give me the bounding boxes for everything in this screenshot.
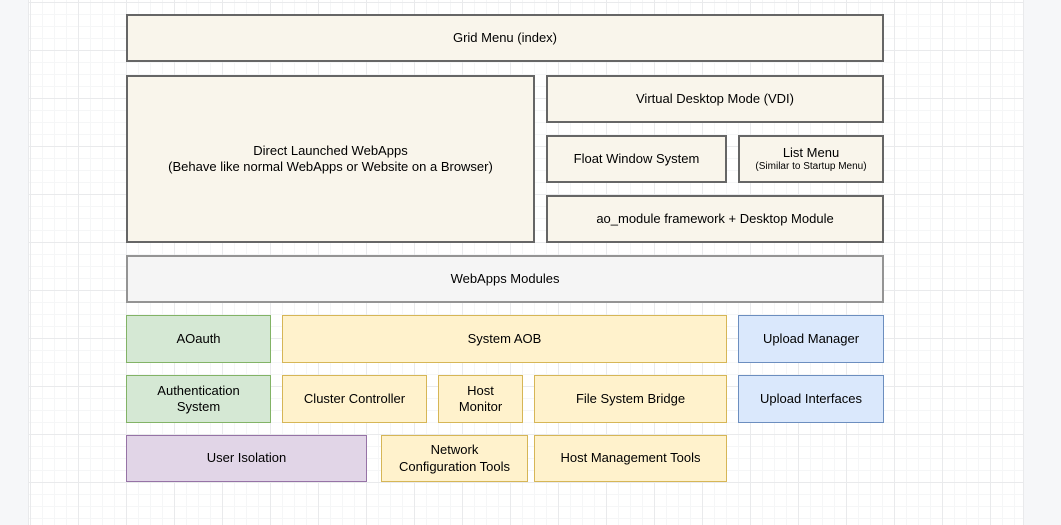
box-authentication-system[interactable]: Authentication System xyxy=(126,375,271,423)
diagram-canvas[interactable]: Grid Menu (index) Direct Launched WebApp… xyxy=(29,0,1023,525)
box-aoauth[interactable]: AOauth xyxy=(126,315,271,363)
network-configuration-tools-label: Network Configuration Tools xyxy=(396,442,514,475)
box-host-monitor[interactable]: Host Monitor xyxy=(438,375,523,423)
float-window-label: Float Window System xyxy=(574,151,700,167)
box-direct-launched-webapps[interactable]: Direct Launched WebApps (Behave like nor… xyxy=(126,75,535,243)
grid-menu-label: Grid Menu (index) xyxy=(453,30,557,46)
cluster-controller-label: Cluster Controller xyxy=(304,391,405,407)
box-system-aob[interactable]: System AOB xyxy=(282,315,727,363)
host-management-tools-label: Host Management Tools xyxy=(561,450,701,466)
aoauth-label: AOauth xyxy=(176,331,220,347)
webapps-modules-label: WebApps Modules xyxy=(451,271,560,287)
host-monitor-label: Host Monitor xyxy=(453,383,508,416)
box-upload-interfaces[interactable]: Upload Interfaces xyxy=(738,375,884,423)
box-float-window-system[interactable]: Float Window System xyxy=(546,135,727,183)
box-webapps-modules[interactable]: WebApps Modules xyxy=(126,255,884,303)
box-virtual-desktop-mode[interactable]: Virtual Desktop Mode (VDI) xyxy=(546,75,884,123)
box-host-management-tools[interactable]: Host Management Tools xyxy=(534,435,727,482)
box-ao-module-framework[interactable]: ao_module framework + Desktop Module xyxy=(546,195,884,243)
box-file-system-bridge[interactable]: File System Bridge xyxy=(534,375,727,423)
file-system-bridge-label: File System Bridge xyxy=(576,391,685,407)
list-menu-title: List Menu xyxy=(783,145,839,161)
box-grid-menu[interactable]: Grid Menu (index) xyxy=(126,14,884,62)
vdi-label: Virtual Desktop Mode (VDI) xyxy=(636,91,794,107)
box-list-menu[interactable]: List Menu (Similar to Startup Menu) xyxy=(738,135,884,183)
box-upload-manager[interactable]: Upload Manager xyxy=(738,315,884,363)
direct-webapps-label-line1: Direct Launched WebApps xyxy=(253,143,407,159)
direct-webapps-label-line2: (Behave like normal WebApps or Website o… xyxy=(168,159,493,175)
user-isolation-label: User Isolation xyxy=(207,450,286,466)
box-user-isolation[interactable]: User Isolation xyxy=(126,435,367,482)
ao-module-label: ao_module framework + Desktop Module xyxy=(596,211,833,227)
upload-interfaces-label: Upload Interfaces xyxy=(760,391,862,407)
list-menu-subtitle: (Similar to Startup Menu) xyxy=(755,161,866,174)
system-aob-label: System AOB xyxy=(468,331,542,347)
upload-manager-label: Upload Manager xyxy=(763,331,859,347)
authentication-system-label: Authentication System xyxy=(149,383,249,416)
box-cluster-controller[interactable]: Cluster Controller xyxy=(282,375,427,423)
box-network-configuration-tools[interactable]: Network Configuration Tools xyxy=(381,435,528,482)
